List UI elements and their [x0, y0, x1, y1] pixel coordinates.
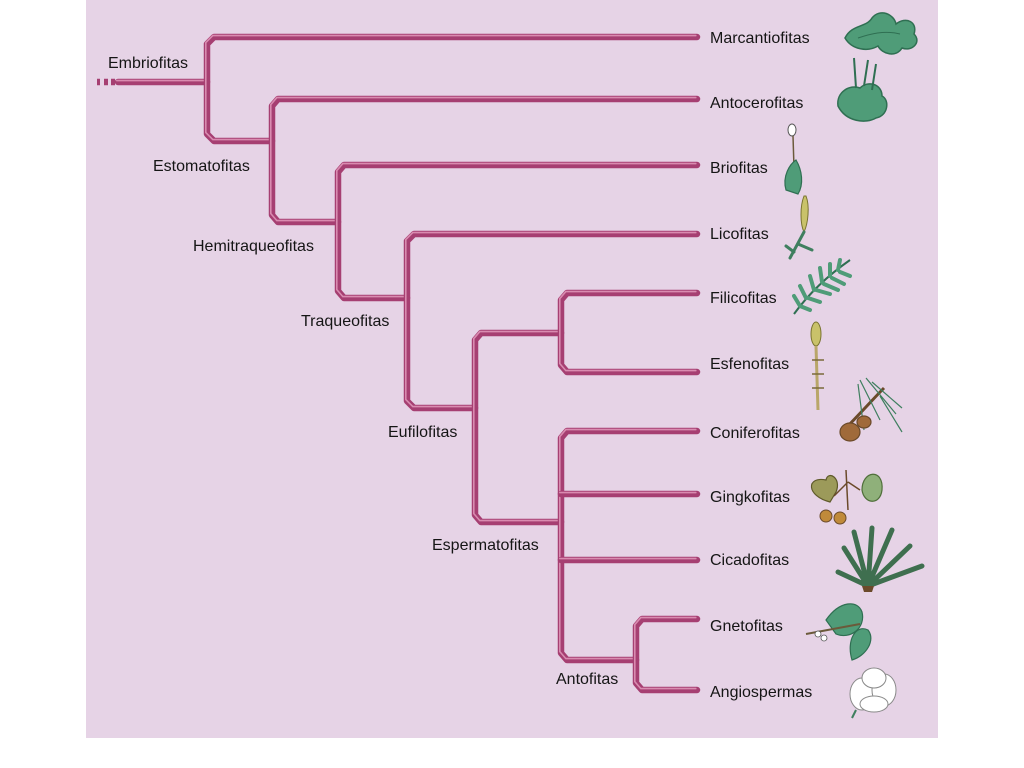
clade-label-eufilofitas: Eufilofitas — [388, 424, 457, 441]
embriofitas-branch — [203, 33, 701, 145]
taxon-label-filicofitas: Filicofitas — [710, 290, 777, 307]
taxon-label-briofitas: Briofitas — [710, 160, 768, 177]
taxon-label-marcantiofitas: Marcantiofitas — [710, 30, 810, 47]
taxon-label-esfenofitas: Esfenofitas — [710, 356, 789, 373]
eufilofitas-branch — [471, 329, 565, 526]
gnetum-icon — [805, 603, 872, 661]
clade-label-hemitraqueofitas: Hemitraqueofitas — [193, 238, 314, 255]
espermatofitas-branch-highlight — [558, 428, 697, 660]
embriofitas-branch-highlight — [204, 34, 697, 141]
taxon-label-coniferofitas: Coniferofitas — [710, 425, 800, 442]
cycad-icon — [835, 525, 925, 592]
liverwort-icon — [844, 12, 918, 55]
taxon-label-antocerofitas: Antocerofitas — [710, 95, 803, 112]
hornwort-icon — [837, 57, 888, 122]
clade-label-espermatofitas: Espermatofitas — [432, 537, 539, 554]
diagram-background — [86, 0, 938, 738]
traqueofitas-branch — [403, 230, 701, 412]
hemitraqueofitas-branch — [334, 161, 701, 302]
espermatofitas-branch — [557, 427, 701, 664]
estomatofitas-branch-highlight — [269, 96, 697, 222]
clade-label-traqueofitas: Traqueofitas — [301, 313, 389, 330]
taxon-label-licofitas: Licofitas — [710, 226, 769, 243]
hemitraqueofitas-branch-highlight — [335, 162, 697, 298]
ginkgo-leaf-icon — [810, 469, 883, 525]
clubmoss-icon — [784, 195, 814, 260]
tree-branches — [97, 33, 701, 694]
moss-icon — [784, 123, 803, 195]
estomatofitas-branch — [268, 95, 701, 226]
filicofitas-esfenofitas-branch-highlight — [558, 290, 697, 372]
clade-labels: Embriofitas Estomatofitas Hemitraqueofit… — [108, 55, 618, 688]
flower-icon — [849, 667, 897, 719]
antofitas-branch-highlight — [633, 616, 697, 690]
taxon-label-angiospermas: Angiospermas — [710, 684, 812, 701]
pine-branch-icon — [839, 377, 903, 442]
taxon-labels: Marcantiofitas Antocerofitas Briofitas L… — [710, 30, 812, 701]
filicofitas-esfenofitas-branch — [557, 289, 701, 376]
antofitas-branch — [632, 615, 701, 694]
taxon-label-gnetofitas: Gnetofitas — [710, 618, 783, 635]
taxon-label-gingkofitas: Gingkofitas — [710, 489, 790, 506]
clade-label-estomatofitas: Estomatofitas — [153, 158, 250, 175]
clade-label-embriofitas: Embriofitas — [108, 55, 188, 72]
eufilofitas-branch-highlight — [472, 330, 561, 522]
horsetail-icon — [810, 321, 824, 411]
plant-illustrations — [784, 12, 925, 719]
clade-label-antofitas: Antofitas — [556, 671, 618, 688]
fern-icon — [792, 258, 852, 315]
taxon-label-cicadofitas: Cicadofitas — [710, 552, 789, 569]
traqueofitas-branch-highlight — [404, 231, 697, 408]
